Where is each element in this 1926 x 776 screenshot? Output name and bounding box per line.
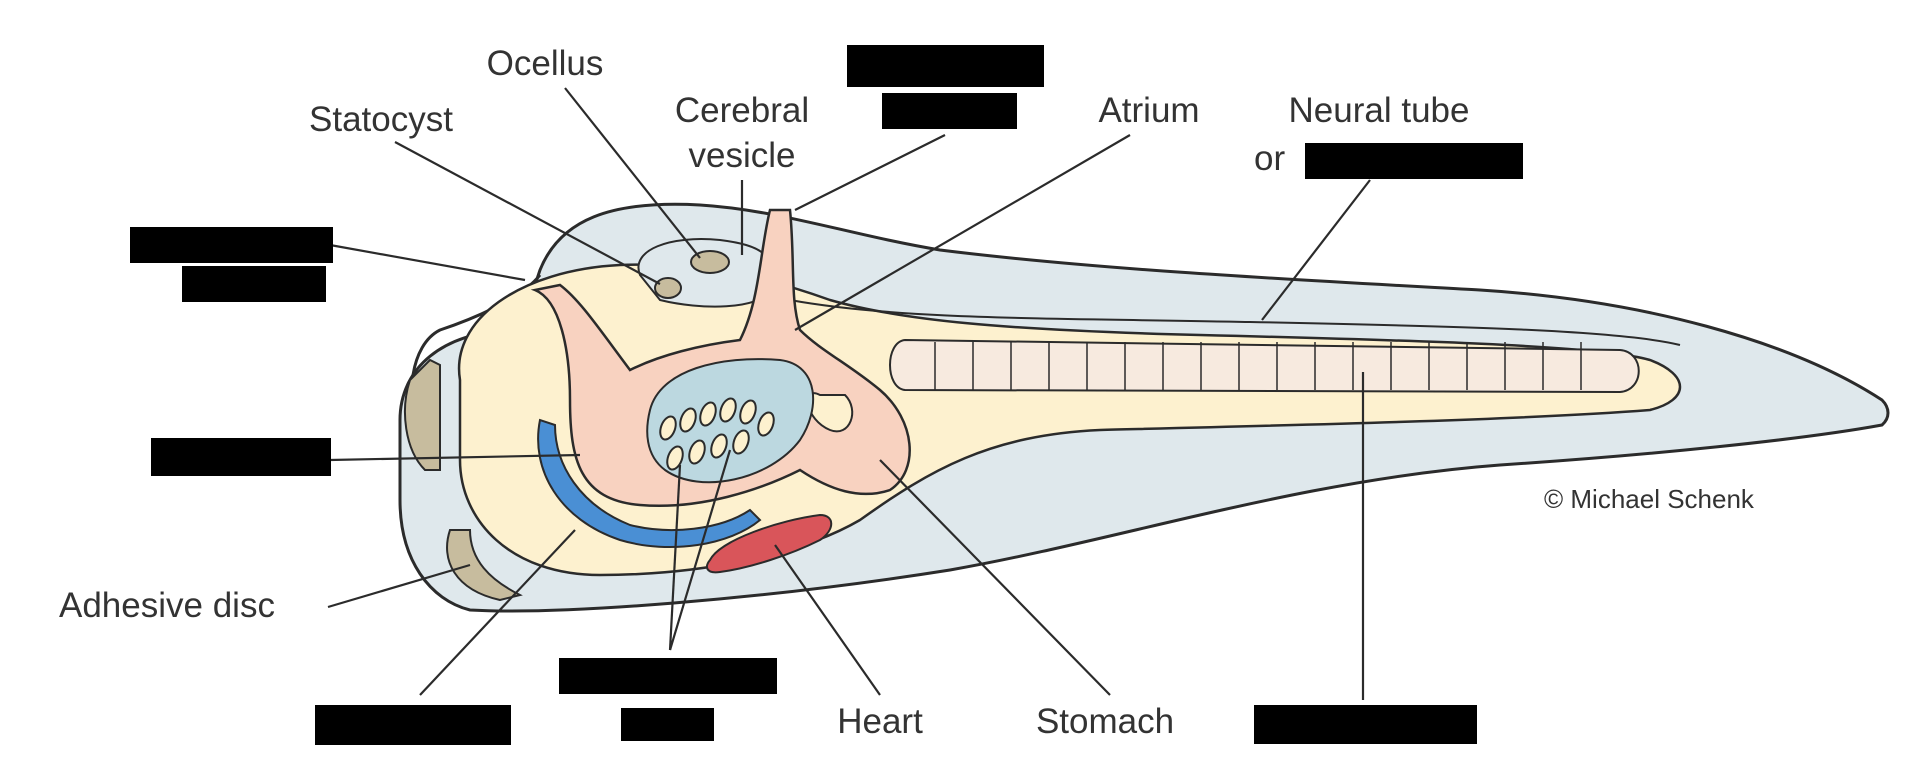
stigma-slit (699, 401, 717, 427)
leader-statocyst (394, 141, 661, 285)
leader-redacted-left-mid (329, 453, 581, 462)
label-stomach: Stomach (1036, 702, 1174, 741)
stigma-slit (739, 399, 757, 425)
stigma-slit (719, 397, 737, 423)
redaction-bottom-2 (315, 705, 511, 745)
redaction-neural (1305, 143, 1523, 179)
leader-redacted-top (794, 134, 946, 211)
label-cerebral-line2: vesicle (689, 136, 796, 175)
stigma-slit (710, 433, 728, 459)
leader-redacted-left-top (329, 243, 526, 282)
notochord-segments (934, 342, 1582, 390)
adhesive-disc-lower (446, 529, 523, 602)
redaction-top-2 (882, 93, 1017, 129)
leader-redacted-bottom-mid-b (668, 449, 732, 651)
stigmata-area (646, 358, 815, 484)
redaction-bottom-3 (621, 708, 714, 741)
leader-redacted-bottom-left (419, 529, 576, 696)
leader-neural (1261, 179, 1371, 321)
label-statocyst: Statocyst (309, 100, 453, 139)
stigmata-slits (659, 397, 775, 471)
label-heart: Heart (837, 702, 923, 741)
redactions (130, 45, 1523, 745)
stigma-slit (679, 407, 697, 433)
cerebral-vesicle (637, 238, 774, 308)
ocellus-spot (690, 250, 730, 274)
stigma-slit (666, 445, 684, 471)
adhesive-disc-shape (404, 358, 441, 471)
heart-shape (706, 513, 833, 574)
stigma-slit (757, 411, 775, 437)
labels: Ocellus Statocyst Cerebral vesicle Atriu… (59, 44, 1755, 741)
leader-stomach (879, 459, 1111, 696)
label-cerebral-line1: Cerebral (675, 91, 809, 130)
label-neural-line1: Neural tube (1289, 91, 1470, 130)
stigma-slit (732, 429, 750, 455)
copyright-text: © Michael Schenk (1544, 484, 1755, 514)
leader-redacted-bottom-mid-a (668, 464, 682, 651)
leader-adhesive (327, 563, 471, 609)
endostyle-band (537, 418, 762, 549)
stigma-slit (659, 415, 677, 441)
stigma-slit (688, 439, 706, 465)
statocyst-spot (654, 277, 682, 299)
pharynx-group (530, 208, 911, 574)
leader-heart (774, 544, 881, 696)
tail-stripe (789, 299, 1681, 346)
redaction-bottom-4 (1254, 705, 1477, 744)
redaction-bottom-1 (559, 658, 777, 694)
notochord-outline (889, 338, 1640, 394)
redaction-top-1 (847, 45, 1044, 87)
redaction-left-2 (182, 266, 326, 302)
leader-lines (327, 87, 1371, 700)
label-atrium: Atrium (1098, 91, 1199, 130)
leader-ocellus (564, 87, 701, 259)
notochord (889, 338, 1640, 394)
redaction-left-1 (130, 227, 333, 263)
pharynx-shape (530, 208, 911, 507)
label-ocellus: Ocellus (487, 44, 604, 83)
label-adhesive-disc: Adhesive disc (59, 586, 275, 625)
label-neural-line2: or (1254, 139, 1285, 178)
leader-atrium (794, 134, 1131, 331)
redaction-left-3 (151, 438, 331, 476)
